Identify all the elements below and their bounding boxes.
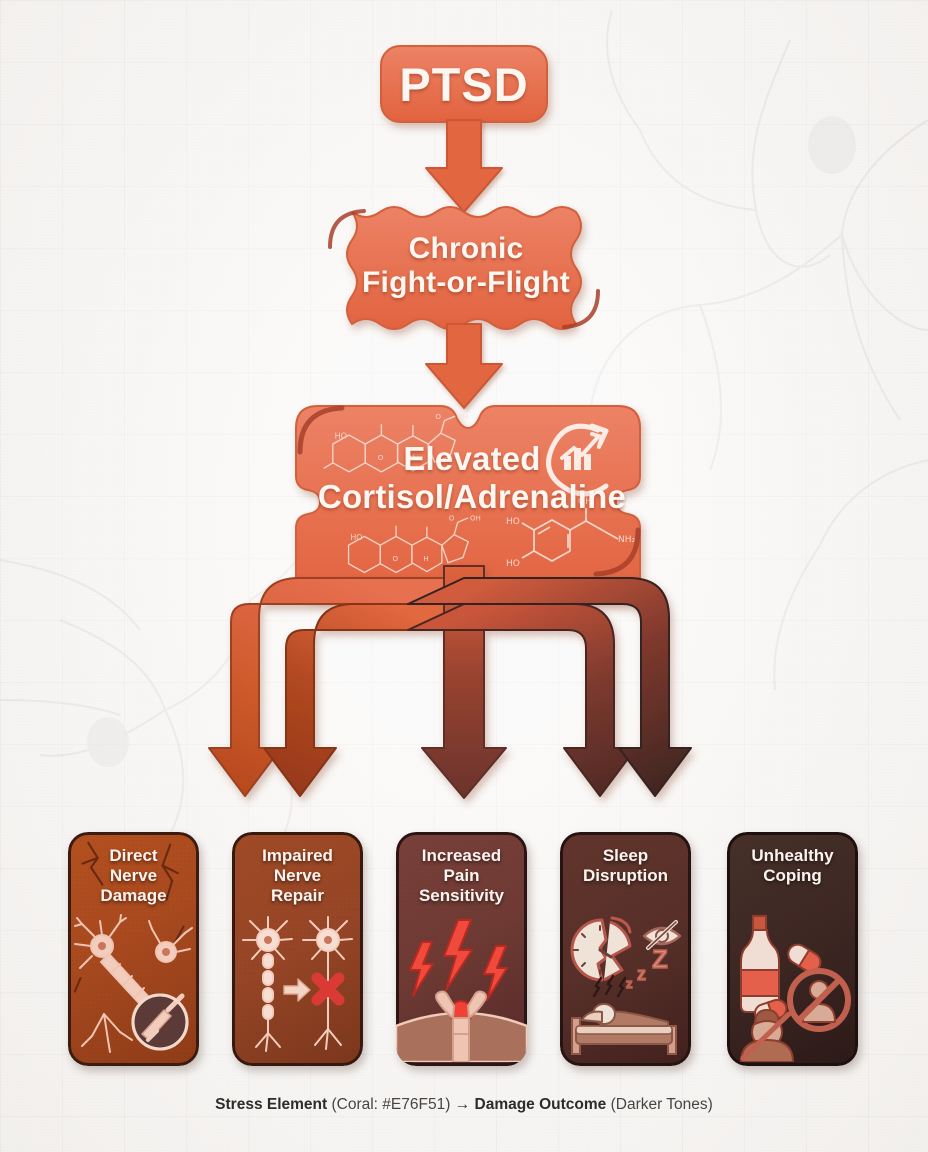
- outcome-card-impaired-nerve-repair[interactable]: Impaired Nerve Repair: [232, 832, 363, 1066]
- broken-clock-bed-icon: Z z z: [570, 916, 682, 1055]
- bottle-icon: [740, 915, 780, 1013]
- legend-stress-label: Stress Element: [215, 1096, 328, 1113]
- cortisol-corner-brackets: [297, 405, 641, 577]
- outcome-card-unhealthy-coping[interactable]: Unhealthy Coping: [727, 832, 858, 1066]
- card-title-line2: Nerve: [273, 866, 322, 886]
- no-person-icon: [787, 968, 851, 1032]
- svg-text:HO: HO: [506, 559, 520, 569]
- rising-trend-chart-icon: [546, 423, 609, 497]
- broken-clock-icon: [570, 916, 632, 982]
- legend-damage-label: Damage Outcome: [474, 1096, 607, 1113]
- card-title-line1: Unhealthy: [751, 846, 834, 865]
- svg-text:z: z: [626, 976, 633, 991]
- svg-text:O: O: [393, 554, 399, 563]
- card-title: Direct Nerve Damage: [72, 846, 195, 906]
- neuron-repair-blocked-icon: [242, 916, 353, 1052]
- outcome-card-increased-pain-sensitivity[interactable]: Increased Pain Sensitivity: [396, 832, 527, 1066]
- card-crack-texture: [73, 841, 185, 993]
- node-ptsd[interactable]: [380, 45, 548, 123]
- adrenaline-molecule-icon: HO HO OH NH₂: [506, 497, 636, 569]
- card-title-line1: Sleep: [602, 846, 649, 865]
- connector-fan-out: [208, 565, 692, 799]
- chronic-corner-brackets: [328, 209, 600, 329]
- card-title-line3: Repair: [271, 886, 324, 906]
- card-grain: [235, 835, 360, 1063]
- damaged-neuron-icon: [74, 914, 193, 1053]
- card-title: Impaired Nerve Repair: [236, 846, 359, 906]
- isolated-person-icon: [740, 1009, 794, 1062]
- svg-text:HO: HO: [350, 533, 362, 542]
- svg-text:HO: HO: [506, 517, 520, 527]
- bed-icon: [571, 1003, 677, 1055]
- crossed-eye-icon: [642, 920, 682, 950]
- svg-text:Z: Z: [652, 944, 668, 974]
- cortisol-molecule-icon: HO O OH O H HO O OH O H: [323, 412, 481, 574]
- svg-text:H: H: [409, 453, 414, 462]
- svg-text:O: O: [378, 453, 384, 462]
- svg-text:OH: OH: [457, 412, 468, 421]
- svg-text:OH: OH: [470, 514, 481, 523]
- blocked-x-icon: [311, 972, 345, 1006]
- card-title-line3: Damage: [100, 886, 167, 906]
- connector-chronic-to-cortisol: [425, 323, 503, 409]
- card-title-line2: Coping: [763, 866, 822, 886]
- svg-text:O: O: [435, 412, 441, 421]
- card-title: Sleep Disruption: [564, 846, 687, 886]
- restless-marks-icon: [592, 974, 627, 998]
- magnifier-inset: [131, 993, 189, 1051]
- card-title-line2: Disruption: [583, 866, 668, 886]
- legend-stress-note: (Coral: #E76F51): [331, 1096, 451, 1113]
- card-title-line1: Impaired: [262, 846, 333, 865]
- bottle-pills-no-person-icon: [740, 915, 851, 1062]
- outcome-card-sleep-disruption[interactable]: Sleep Disruption Z z z: [560, 832, 691, 1066]
- card-title-line1: Direct: [109, 846, 158, 865]
- card-background: [232, 832, 363, 1066]
- svg-text:NH₂: NH₂: [618, 535, 636, 545]
- svg-text:z: z: [637, 964, 646, 984]
- legend-arrow: →: [454, 1096, 471, 1113]
- svg-text:O: O: [449, 514, 455, 523]
- card-title-line1: Increased: [421, 846, 502, 865]
- card-title-line2: Nerve: [109, 866, 158, 886]
- outcome-card-direct-nerve-damage[interactable]: Direct Nerve Damage: [68, 832, 199, 1066]
- card-title-line3: Sensitivity: [418, 886, 505, 906]
- svg-text:H: H: [423, 554, 428, 563]
- zzz-icon: Z z z: [625, 943, 668, 991]
- card-title-line2: Pain: [443, 866, 480, 886]
- legend-footer: Stress Element (Coral: #E76F51) → Damage…: [0, 1096, 928, 1114]
- svg-text:HO: HO: [335, 431, 347, 441]
- card-title: Increased Pain Sensitivity: [400, 846, 523, 906]
- repair-arrow-icon: [283, 978, 311, 1002]
- pain-lightning-icon: [396, 919, 527, 1062]
- card-title: Unhealthy Coping: [731, 846, 854, 886]
- legend-damage-note: (Darker Tones): [610, 1096, 713, 1113]
- svg-text:OH: OH: [578, 497, 592, 507]
- node-chronic-fight-or-flight[interactable]: [346, 206, 582, 330]
- connector-ptsd-to-chronic: [425, 119, 503, 213]
